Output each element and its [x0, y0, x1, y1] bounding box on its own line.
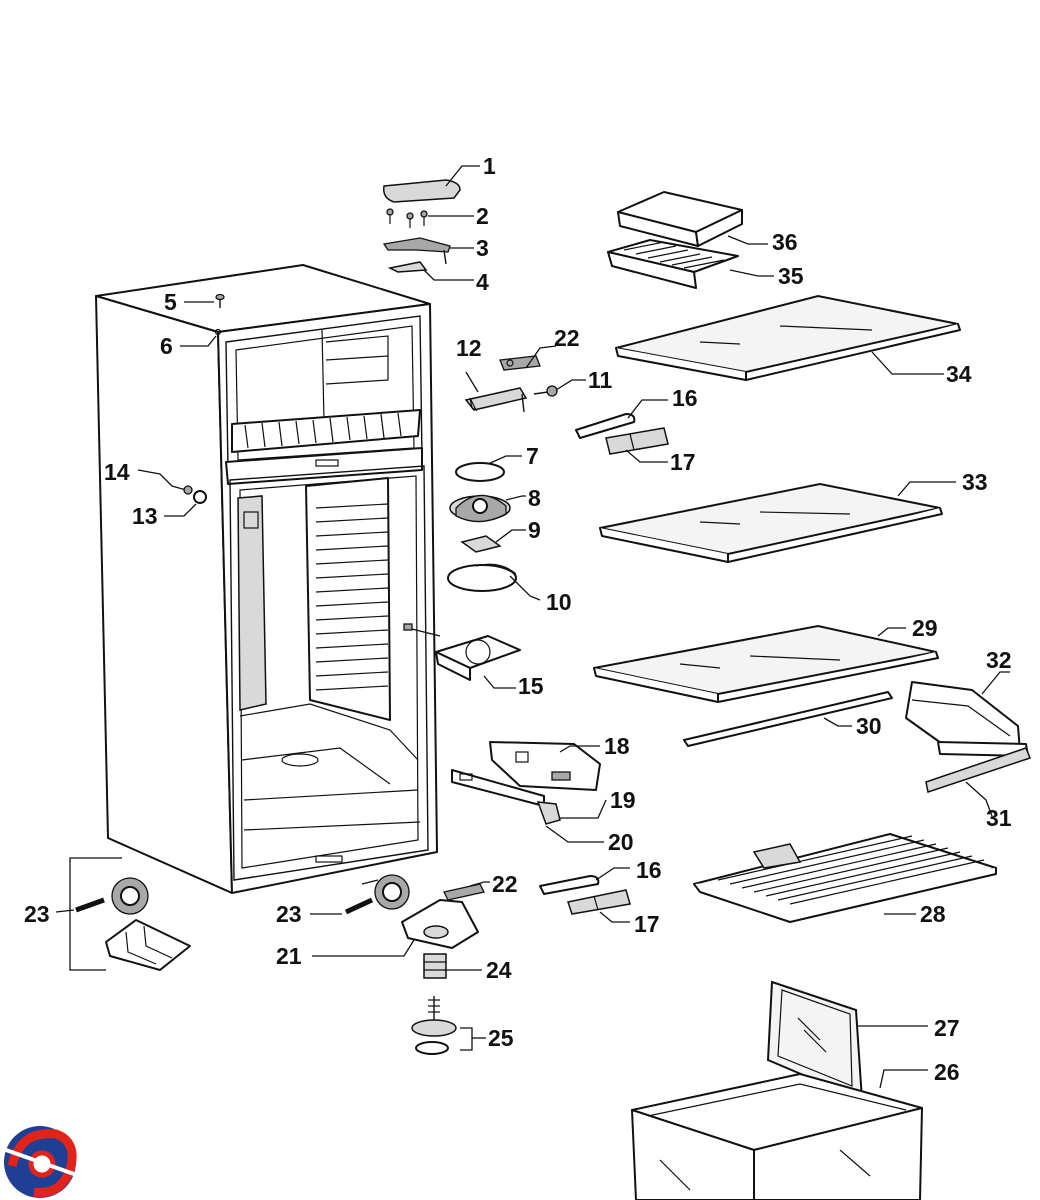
- callout-21: 21: [276, 943, 302, 969]
- callout-6: 6: [160, 333, 173, 359]
- shelf-trim-30: [683, 691, 893, 747]
- callout-10: 10: [546, 589, 572, 615]
- callout-22-upper: 22: [554, 325, 580, 351]
- callout-19: 19: [610, 787, 636, 813]
- brand-logo: [4, 1126, 77, 1198]
- callout-30: 30: [856, 713, 882, 739]
- callout-32: 32: [986, 647, 1012, 673]
- crisper-drawer-26: [631, 1073, 923, 1200]
- callout-2: 2: [476, 203, 489, 229]
- callout-labels: 1 2 3 4 5 6 7 8 9 10 11 12 13 14 15 16 1…: [24, 153, 1012, 1085]
- callout-16-upper: 16: [672, 385, 698, 411]
- leader-lines: [55, 165, 1010, 1089]
- roller-wheel-center: [344, 874, 410, 915]
- screw-icon: [386, 208, 394, 224]
- callout-23-center: 23: [276, 901, 302, 927]
- callout-17-lower: 17: [634, 911, 660, 937]
- callout-4: 4: [476, 269, 489, 295]
- wire-shelf-28: [693, 833, 997, 923]
- callout-31: 31: [986, 805, 1012, 831]
- callout-7: 7: [526, 443, 539, 469]
- shelf-34: [615, 294, 961, 381]
- callout-29: 29: [912, 615, 938, 641]
- callout-26: 26: [934, 1059, 960, 1085]
- lower-hinge-assembly: [401, 883, 485, 1055]
- thermostat-assembly: [447, 462, 517, 592]
- ice-bin-and-tray: [607, 191, 743, 289]
- callout-36: 36: [772, 229, 798, 255]
- callout-28: 28: [920, 901, 946, 927]
- callout-18: 18: [604, 733, 630, 759]
- fan-assembly: [403, 623, 521, 681]
- door-rail-assembly: [451, 741, 601, 825]
- refrigerator-cabinet: [95, 264, 438, 894]
- callout-33: 33: [962, 469, 988, 495]
- callout-12: 12: [456, 335, 482, 361]
- callout-20: 20: [608, 829, 634, 855]
- middle-hinge-assembly: [464, 355, 558, 413]
- handle-set-lower: [539, 875, 631, 915]
- callout-16-lower: 16: [636, 857, 662, 883]
- callout-35: 35: [778, 263, 804, 289]
- callout-5: 5: [164, 289, 177, 315]
- callout-17-upper: 17: [670, 449, 696, 475]
- screw-icon: [420, 210, 428, 226]
- callout-11: 11: [588, 367, 613, 393]
- callout-8: 8: [528, 485, 541, 511]
- callout-3: 3: [476, 235, 489, 261]
- callout-23-left: 23: [24, 901, 50, 927]
- roller-wheel-left: [75, 877, 191, 971]
- callout-15: 15: [518, 673, 544, 699]
- callout-34: 34: [946, 361, 972, 387]
- callout-22-lower: 22: [492, 871, 518, 897]
- screw-icon: [406, 212, 414, 228]
- callout-9: 9: [528, 517, 541, 543]
- side-screw-and-cap: [171, 485, 207, 504]
- callout-13: 13: [132, 503, 158, 529]
- shelf-bracket-32-31: [905, 681, 1031, 793]
- callout-14: 14: [104, 459, 130, 485]
- shelf-29: [593, 624, 939, 703]
- callout-25: 25: [488, 1025, 514, 1051]
- screw-icon: [533, 385, 558, 397]
- callout-24: 24: [486, 957, 512, 983]
- callout-1: 1: [483, 153, 496, 179]
- callout-27: 27: [934, 1015, 960, 1041]
- handle-set-upper: [575, 413, 669, 455]
- shelf-33: [599, 482, 943, 563]
- bracket-23-left: [69, 857, 122, 971]
- top-hinge-assembly: [215, 179, 461, 308]
- screw-icon: [215, 293, 225, 308]
